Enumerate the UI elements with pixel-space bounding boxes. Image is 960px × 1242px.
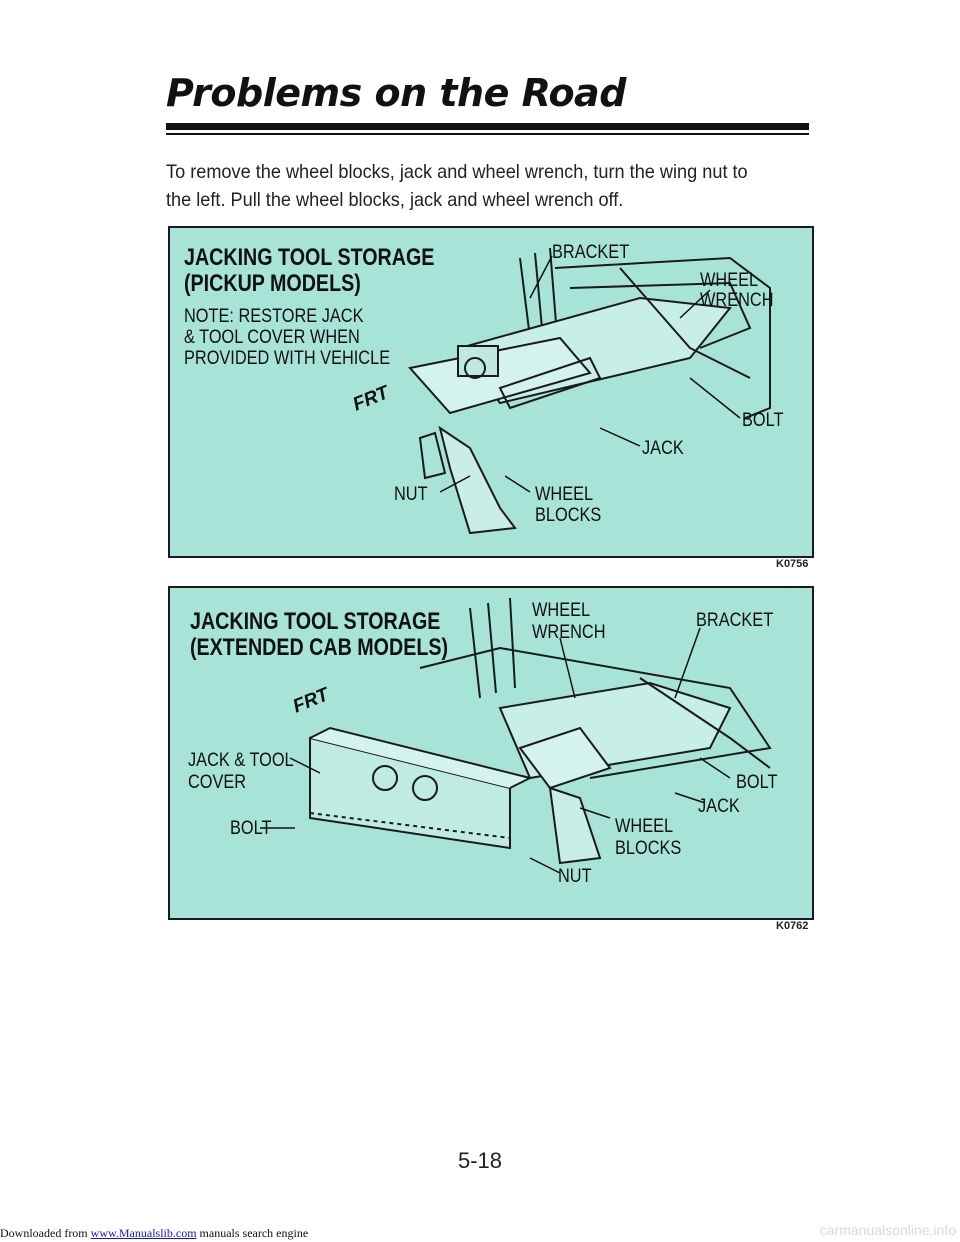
fig1-label-wheel: WHEEL	[700, 270, 759, 291]
figure-extended-cab-jacking-storage: JACKING TOOL STORAGE (EXTENDED CAB MODEL…	[168, 586, 814, 920]
fig1-heading-line2: (PICKUP MODELS)	[184, 270, 361, 297]
fig2-label-nut: NUT	[558, 866, 592, 887]
footer-prefix: Downloaded from	[0, 1226, 88, 1240]
fig1-label-nut: NUT	[394, 484, 428, 505]
fig2-label-wheel: WHEEL	[532, 600, 591, 621]
page-title: Problems on the Road	[166, 71, 626, 115]
fig1-note-line3: PROVIDED WITH VEHICLE	[184, 348, 391, 369]
fig2-label-cover-1: JACK & TOOL	[188, 750, 294, 771]
page-number: 5-18	[457, 1148, 503, 1173]
fig1-label-jack: JACK	[642, 438, 684, 459]
fig2-label-blocks-2: BLOCKS	[615, 838, 682, 859]
pickup-storage-illustration	[408, 247, 771, 535]
fig1-note-line2: & TOOL COVER WHEN	[184, 327, 360, 348]
manualslib-link[interactable]: www.Manualslib.com	[90, 1226, 197, 1240]
fig2-label-bolt-left: BOLT	[230, 818, 272, 839]
title-rule-thin	[166, 133, 809, 135]
footer-suffix: manuals search engine	[199, 1226, 309, 1240]
fig2-label-bracket: BRACKET	[696, 610, 774, 631]
fig2-label-cover-2: COVER	[188, 772, 247, 793]
download-footer: Downloaded from www.Manualslib.com manua…	[0, 1226, 308, 1241]
fig2-code: K0762	[776, 920, 809, 932]
extended-cab-storage-illustration	[260, 597, 772, 874]
fig1-code: K0756	[776, 558, 809, 570]
fig2-label-wrench: WRENCH	[532, 622, 606, 643]
fig2-heading-line2: (EXTENDED CAB MODELS)	[190, 634, 449, 661]
fig1-label-bolt: BOLT	[742, 410, 784, 431]
watermark-text: carmanualsonline.info	[819, 1222, 956, 1238]
fig1-label-wrench: WRENCH	[700, 290, 774, 311]
figure-pickup-jacking-storage: JACKING TOOL STORAGE (PICKUP MODELS) NOT…	[168, 226, 814, 558]
fig1-note-line1: NOTE: RESTORE JACK	[184, 306, 364, 327]
fig2-label-jack: JACK	[698, 796, 740, 817]
intro-paragraph: To remove the wheel blocks, jack and whe…	[166, 161, 748, 211]
fig2-heading-line1: JACKING TOOL STORAGE	[190, 608, 441, 635]
fig2-label-bolt-right: BOLT	[736, 772, 778, 793]
fig1-heading-line1: JACKING TOOL STORAGE	[184, 244, 435, 271]
fig1-label-blocks-2: BLOCKS	[535, 505, 602, 526]
fig1-label-blocks-1: WHEEL	[535, 484, 594, 505]
title-rule-thick	[166, 123, 809, 130]
fig1-label-bracket: BRACKET	[552, 242, 630, 263]
fig2-label-blocks-1: WHEEL	[615, 816, 674, 837]
